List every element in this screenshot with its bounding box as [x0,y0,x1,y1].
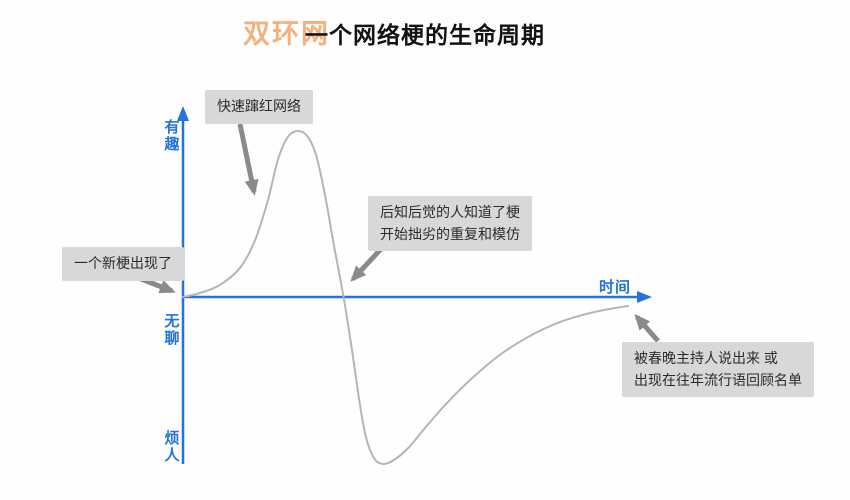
callout-late-imitators: 后知后觉的人知道了梗 开始拙劣的重复和模仿 [368,196,532,252]
y-axis-label-annoying: 烦人 [164,430,180,465]
y-axis-label-interesting: 有趣 [164,119,180,154]
callout-goes-viral: 快速蹿红网络 [205,90,313,124]
x-axis-arrow-icon [637,291,652,303]
chart-title: 一个网络梗的生命周期 [305,22,545,48]
arrow-late-imitators-icon [350,247,383,282]
arrow-viral-icon [237,123,259,196]
callout-gala-mention: 被春晚主持人说出来 或 出现在往年流行语回顾名单 [622,342,814,398]
arrow-gala-icon [634,313,660,343]
callout-new-meme: 一个新梗出现了 [62,247,184,281]
y-axis-arrow-icon [177,106,189,121]
y-axis-label-boring: 无聊 [164,313,180,348]
watermark: 双环网 [243,19,330,49]
x-axis-label-time: 时间 [599,279,632,296]
meme-curve [182,129,629,466]
